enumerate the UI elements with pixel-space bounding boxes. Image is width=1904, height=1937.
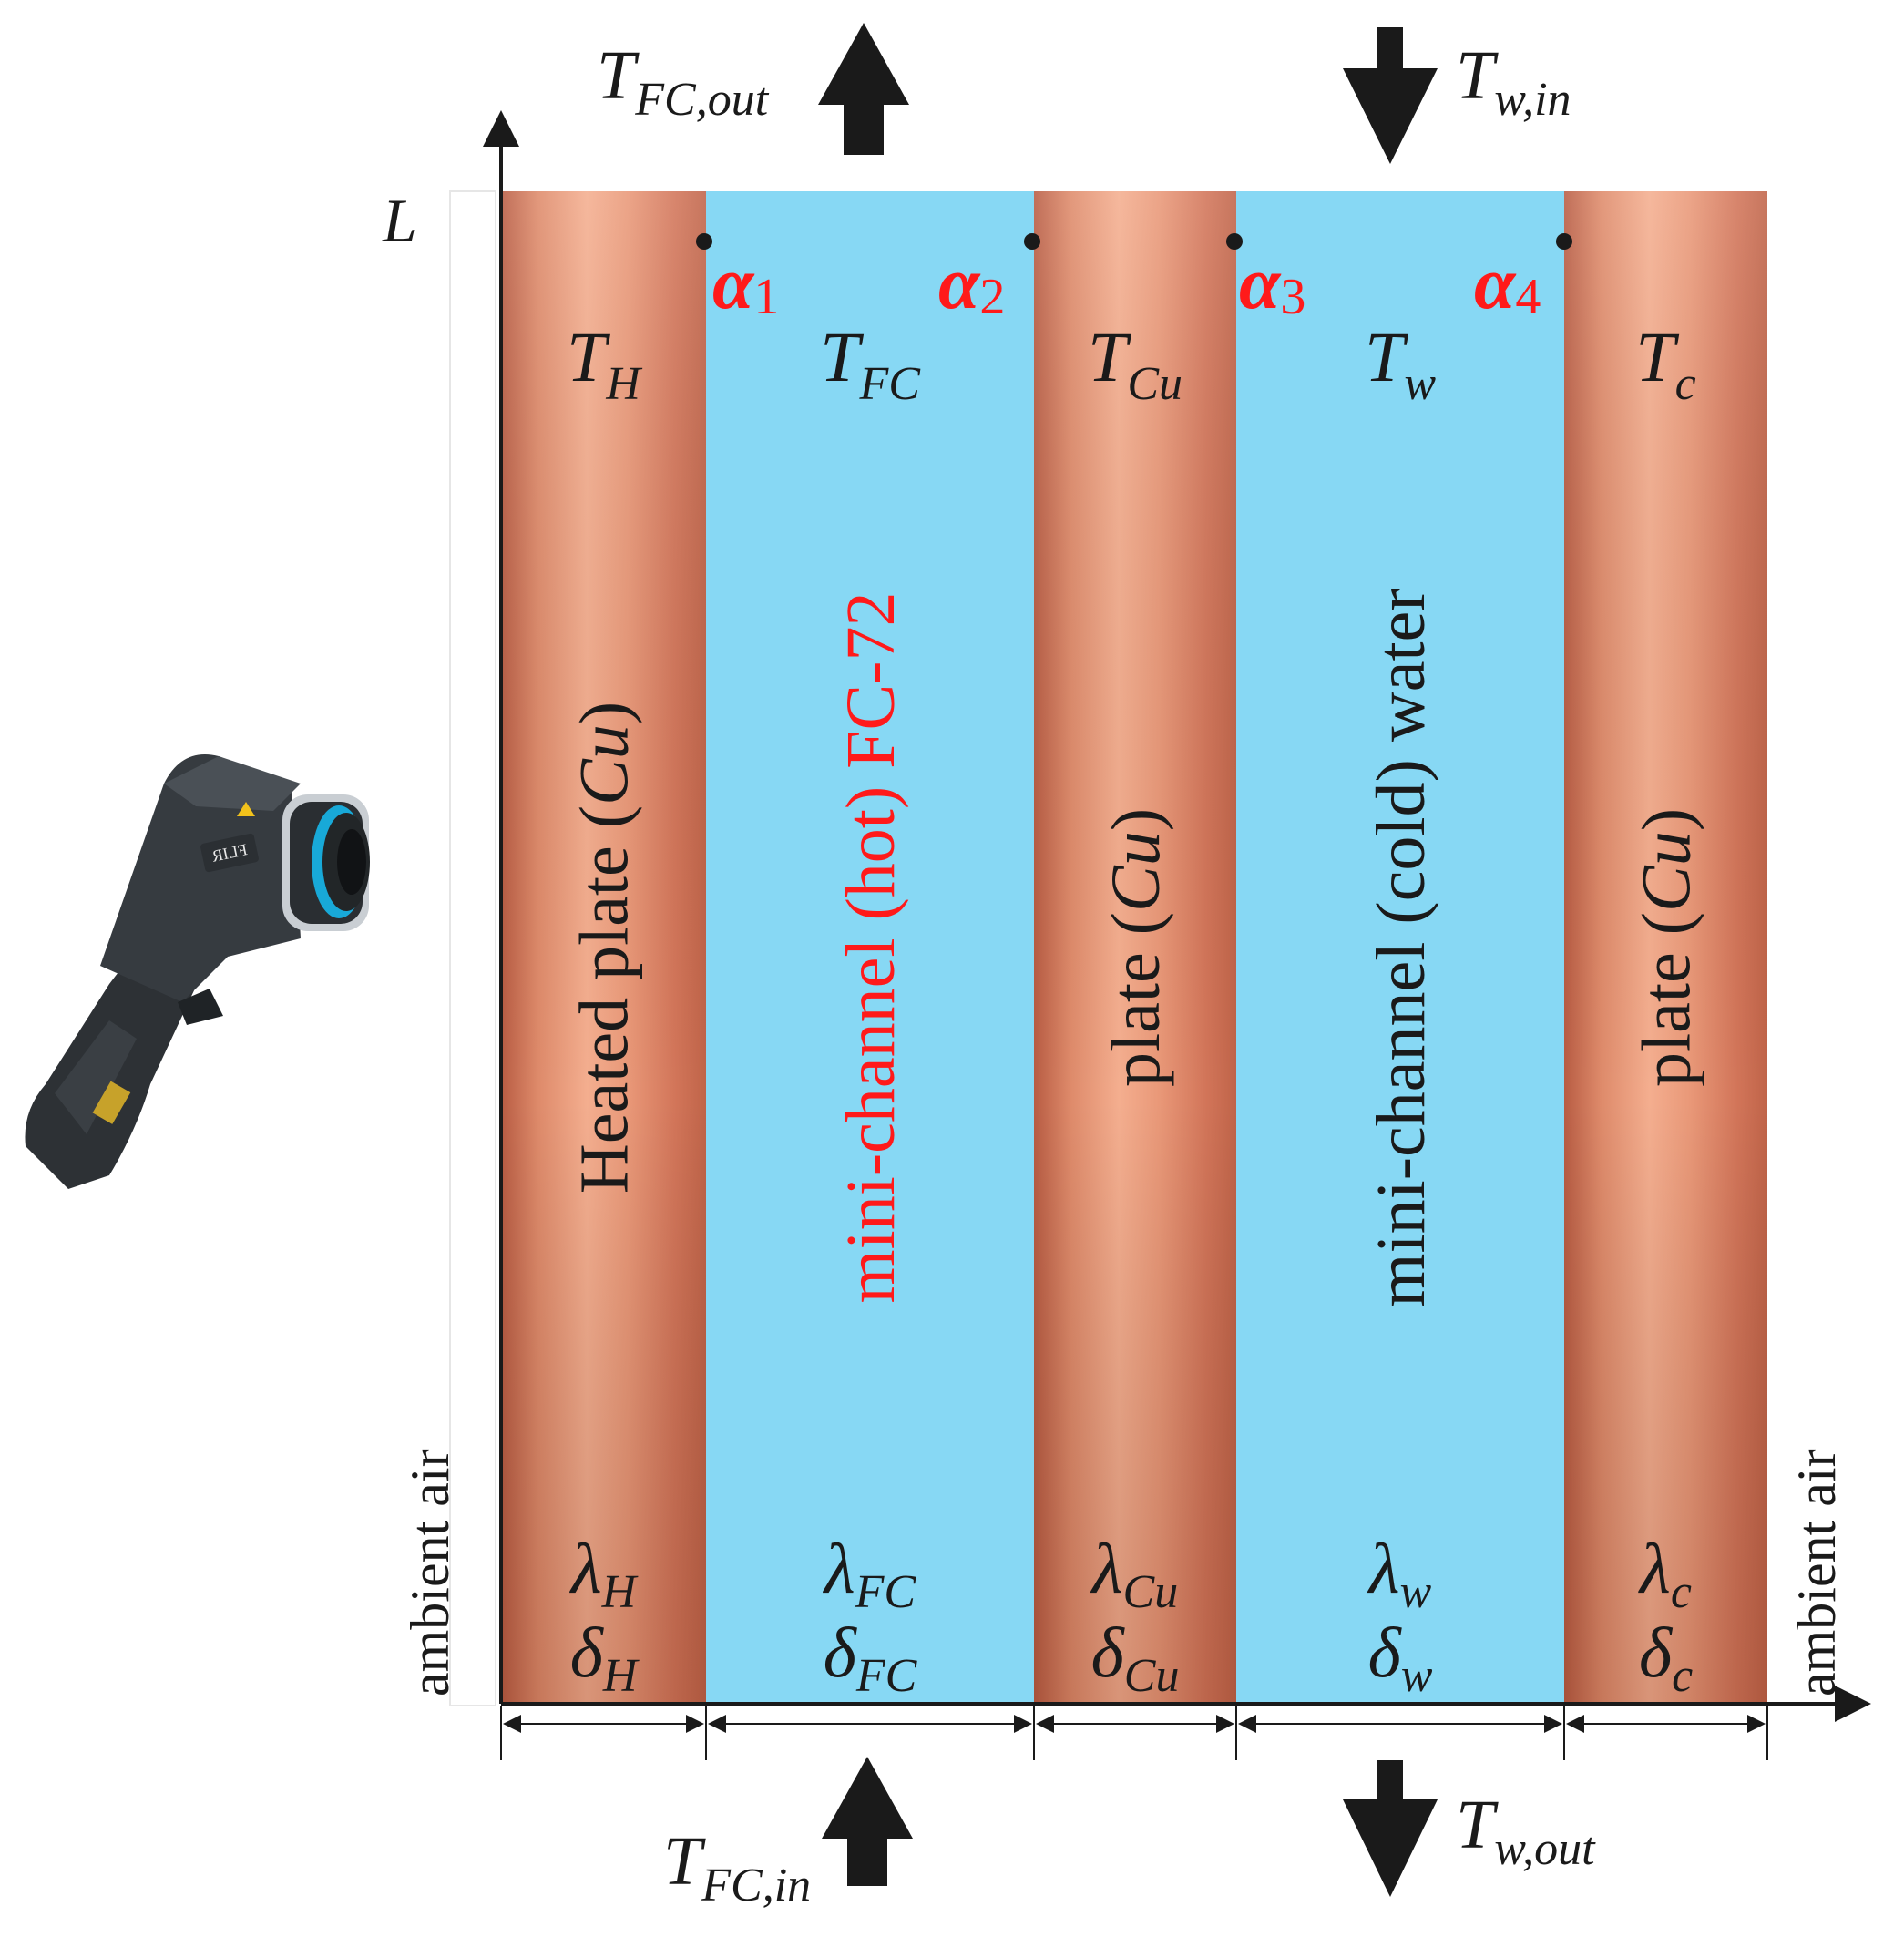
layer-3-thickness: δCu [1091,1613,1180,1702]
layer-3-temperature: TCu [1088,317,1182,410]
coefficient-4-label: α4 [1474,241,1541,325]
layer-5-thickness: δc [1639,1613,1693,1702]
flow-label-fc-in: TFC,in [663,1823,811,1911]
coefficient-4-dot [1556,233,1572,250]
ambient-air-left: ambient air [400,1449,460,1696]
coefficient-3-dot [1226,233,1243,250]
frame-outline [449,190,496,1706]
layer-5-shade [1564,191,1767,1704]
ambient-air-right: ambient air [1786,1449,1847,1696]
layer-4-channel [1236,191,1564,1704]
layer-2-name: mini-channel (hot) FC-72 [833,592,909,1304]
layer-2-temperature: TFC [820,317,921,410]
layer-4-name: mini-channel (cold) water [1363,588,1439,1307]
layer-3-shade [1034,191,1236,1704]
flow-label-fc-out: TFC,out [597,37,770,126]
layer-1-shade [501,191,706,1704]
thickness-dimensions [500,1706,1768,1760]
layer-4-temperature: Tw [1365,317,1436,410]
layer-2-conductivity: λFC [823,1529,917,1618]
layer-1-name: Heated plate (Cu) [567,702,643,1194]
layer-5-conductivity: λc [1638,1529,1692,1618]
layer-1-conductivity: λH [569,1529,639,1618]
flow-arrows: TFC,out Tw,in TFC,in Tw,out [597,23,1596,1911]
w-in-arrow-icon [1343,27,1438,164]
fc-in-arrow-icon [822,1757,913,1886]
layer-3-conductivity: λCu [1090,1529,1178,1618]
coefficient-1-label: α1 [712,241,779,325]
layer-2-thickness: δFC [824,1613,918,1702]
flow-label-w-in: Tw,in [1456,37,1571,126]
layer-stack [501,191,1767,1704]
layer-3-name: plate (Cu) [1098,808,1174,1087]
layer-2-channel [706,191,1034,1704]
layer-5-name: plate (Cu) [1629,808,1705,1087]
fc-out-arrow-icon [818,23,909,155]
axis-label-L: L [382,186,417,255]
layer-1-thickness: δH [570,1613,640,1702]
layer-5-temperature: Tc [1635,317,1695,410]
coefficient-3-label: α3 [1239,241,1305,325]
coefficient-1-dot [696,233,712,250]
coefficient-2-label: α2 [938,241,1005,325]
heat-transfer-coefficients: α1 α2 α3 α4 [696,233,1572,325]
coefficient-2-dot [1024,233,1040,250]
w-out-arrow-icon [1343,1760,1438,1897]
layer-4-conductivity: λw [1367,1529,1432,1618]
thermal-camera-icon: FLIR [25,754,370,1189]
layer-1-temperature: TH [567,317,642,410]
layer-4-thickness: δw [1368,1613,1433,1702]
flow-label-w-out: Tw,out [1456,1787,1596,1875]
axes: L [382,110,1871,1722]
